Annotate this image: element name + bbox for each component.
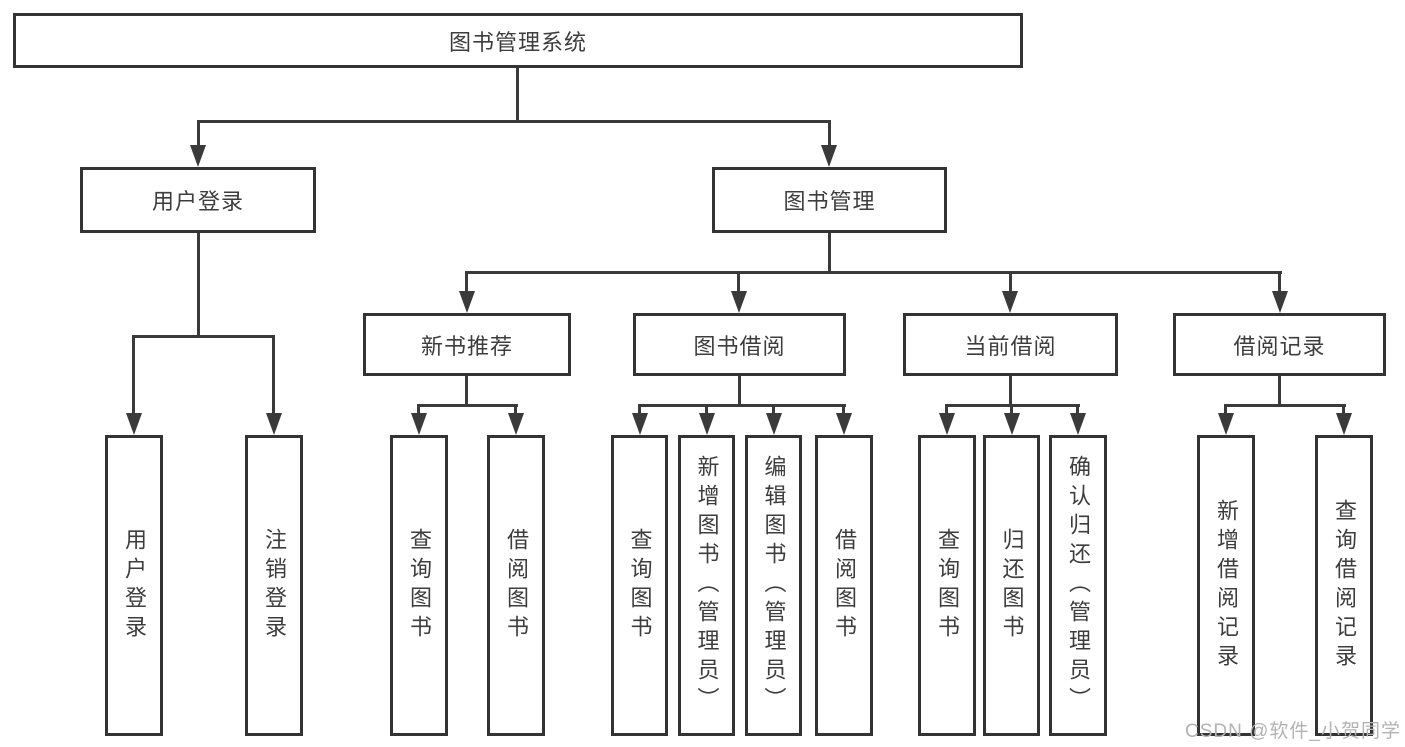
node-book-mgmt: 图书管理 — [712, 167, 947, 233]
connector-drop-return-book — [1010, 404, 1013, 418]
connector-drop-book-mgmt — [828, 120, 831, 152]
arrowhead-query-book-rec — [411, 413, 427, 435]
leaf-query-borrow-record-label: 查询借阅记录 — [1332, 498, 1357, 673]
connector-book-mgmt-rail — [466, 271, 1282, 274]
connector-drop-confirm-return — [1076, 404, 1079, 418]
node-book-borrow-label: 图书借阅 — [693, 333, 786, 359]
node-borrow-record: 借阅记录 — [1173, 313, 1386, 376]
node-book-borrow: 图书借阅 — [633, 313, 846, 376]
connector-current-borrow-stem — [1009, 376, 1012, 407]
arrowhead-edit-book — [766, 413, 782, 435]
connector-root-stem — [516, 68, 519, 122]
arrowhead-borrow-book-rec — [508, 413, 524, 435]
connector-book-borrow-stem — [738, 376, 741, 407]
watermark-text: CSDN @软件_小贺同学 — [1185, 721, 1401, 742]
leaf-return-book: 归还图书 — [983, 435, 1040, 736]
node-new-book-rec: 新书推荐 — [363, 313, 571, 376]
arrowhead-current-borrow — [1002, 291, 1018, 313]
leaf-edit-book-label: 编辑图书（管理员） — [761, 455, 787, 716]
connector-new-book-rec-rail — [417, 404, 518, 407]
node-root-label: 图书管理系统 — [448, 29, 587, 55]
arrowhead-query-book-current — [939, 413, 955, 435]
arrowhead-query-borrow-record — [1336, 413, 1352, 435]
leaf-add-borrow-record-label: 新增借阅记录 — [1214, 498, 1239, 673]
node-user-login: 用户登录 — [80, 167, 316, 233]
leaf-confirm-return-label: 确认归还（管理员） — [1066, 455, 1091, 716]
connector-borrow-record-rail — [1224, 404, 1346, 407]
connector-drop-query-book-borrow — [638, 404, 641, 418]
arrowhead-leaf-logout — [266, 413, 282, 435]
arrowhead-add-book — [699, 413, 715, 435]
connector-drop-leaf-user-login — [132, 335, 135, 417]
leaf-query-book-borrow: 查询图书 — [611, 435, 668, 736]
connector-drop-add-borrow-record — [1224, 404, 1227, 418]
node-current-borrow-label: 当前借阅 — [964, 333, 1057, 359]
leaf-query-book-current-label: 查询图书 — [935, 527, 960, 644]
leaf-query-borrow-record: 查询借阅记录 — [1315, 435, 1373, 736]
arrowhead-borrow-book-borrow — [836, 413, 852, 435]
connector-drop-query-borrow-record — [1342, 404, 1345, 418]
leaf-return-book-label: 归还图书 — [999, 527, 1025, 644]
node-borrow-record-label: 借阅记录 — [1233, 333, 1326, 359]
leaf-borrow-book-borrow-label: 借阅图书 — [832, 527, 857, 644]
node-root: 图书管理系统 — [13, 13, 1023, 68]
leaf-edit-book: 编辑图书（管理员） — [745, 435, 802, 736]
connector-user-login-rail — [132, 335, 275, 338]
connector-drop-leaf-logout — [272, 335, 275, 417]
leaf-query-book-current: 查询图书 — [918, 435, 976, 736]
connector-drop-borrow-book-borrow — [842, 404, 845, 418]
arrowhead-confirm-return — [1070, 413, 1086, 435]
connector-drop-book-borrow — [737, 271, 740, 295]
arrowhead-new-book-rec — [459, 291, 475, 313]
leaf-add-book-label: 新增图书（管理员） — [694, 455, 720, 716]
connector-borrow-record-stem — [1278, 376, 1281, 407]
leaf-add-book: 新增图书（管理员） — [678, 435, 735, 736]
node-new-book-rec-label: 新书推荐 — [420, 333, 513, 359]
leaf-borrow-book-borrow: 借阅图书 — [815, 435, 873, 736]
connector-drop-borrow-book-rec — [514, 404, 517, 418]
connector-drop-new-book-rec — [465, 271, 468, 295]
leaf-borrow-book-rec-label: 借阅图书 — [504, 527, 529, 644]
leaf-add-borrow-record: 新增借阅记录 — [1197, 435, 1255, 736]
connector-new-book-rec-stem — [465, 376, 468, 407]
leaf-user-login: 用户登录 — [105, 435, 163, 736]
node-user-login-label: 用户登录 — [151, 189, 244, 214]
node-book-mgmt-label: 图书管理 — [783, 189, 876, 214]
leaf-query-book-borrow-label: 查询图书 — [627, 527, 653, 644]
leaf-query-book-rec: 查询图书 — [390, 435, 448, 736]
arrowhead-add-borrow-record — [1218, 413, 1234, 435]
leaf-logout: 注销登录 — [245, 435, 303, 736]
connector-drop-query-book-current — [945, 404, 948, 418]
leaf-query-book-rec-label: 查询图书 — [407, 527, 432, 644]
arrowhead-book-mgmt — [821, 145, 837, 167]
arrowhead-borrow-record — [1272, 291, 1288, 313]
connector-drop-edit-book — [772, 404, 775, 418]
leaf-logout-label: 注销登录 — [262, 527, 287, 644]
arrowhead-user-login — [190, 145, 206, 167]
leaf-user-login-label: 用户登录 — [122, 527, 147, 644]
arrowhead-return-book — [1004, 413, 1020, 435]
leaf-confirm-return: 确认归还（管理员） — [1049, 435, 1107, 736]
connector-drop-user-login — [197, 120, 200, 152]
connector-drop-query-book-rec — [417, 404, 420, 418]
connector-book-mgmt-stem — [828, 233, 831, 274]
connector-root-rail — [197, 120, 831, 123]
connector-book-borrow-rail — [638, 404, 846, 407]
arrowhead-query-book-borrow — [632, 413, 648, 435]
arrowhead-leaf-user-login — [126, 413, 142, 435]
connector-drop-add-book — [705, 404, 708, 418]
connector-drop-borrow-record — [1278, 271, 1281, 295]
leaf-borrow-book-rec: 借阅图书 — [487, 435, 545, 736]
arrowhead-book-borrow — [731, 291, 747, 313]
connector-user-login-stem — [197, 233, 200, 338]
connector-drop-current-borrow — [1009, 271, 1012, 295]
node-current-borrow: 当前借阅 — [903, 313, 1118, 376]
